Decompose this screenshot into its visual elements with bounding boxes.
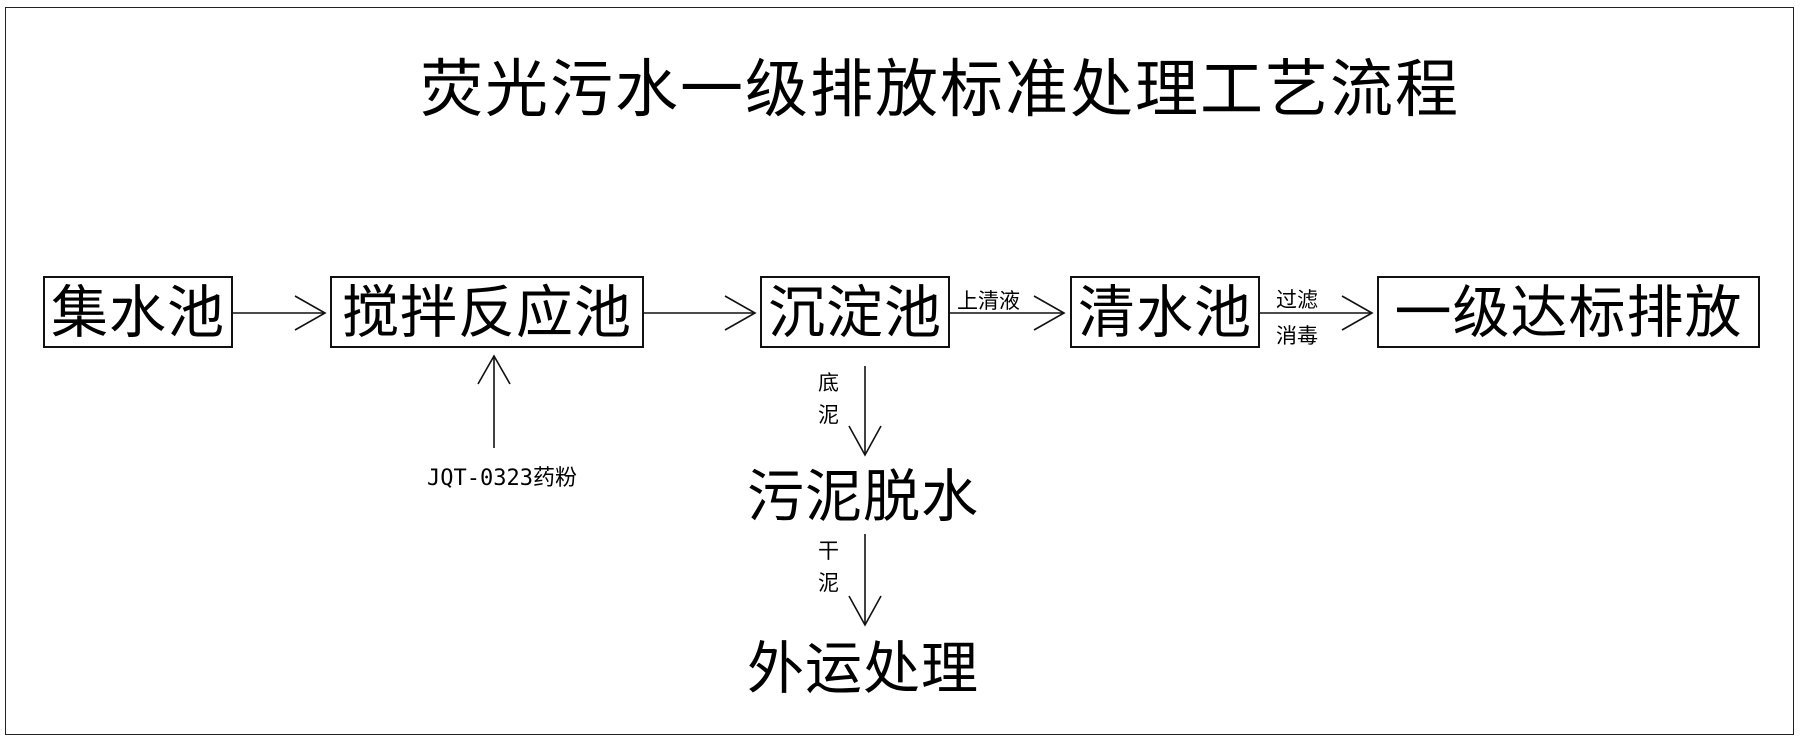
label-supernatant: 上清液 bbox=[957, 289, 1020, 313]
node-clear-water-tank: 清水池 bbox=[1070, 276, 1260, 348]
label-chemical-powder: JQT-0323药粉 bbox=[427, 466, 577, 491]
node-external-disposal: 外运处理 bbox=[747, 636, 979, 702]
arrow-dewatering-to-disposal bbox=[848, 534, 882, 627]
label-filter: 过滤 bbox=[1276, 288, 1318, 312]
diagram-title: 荧光污水一级排放标准处理工艺流程 bbox=[420, 53, 1460, 126]
label-bottom-sludge-1: 底 bbox=[818, 371, 839, 395]
arrow-mixing-to-sedimentation bbox=[644, 295, 757, 331]
label-dry-sludge-2: 泥 bbox=[818, 571, 839, 595]
node-collection-tank: 集水池 bbox=[43, 276, 233, 348]
arrow-sedimentation-to-clear bbox=[950, 295, 1066, 331]
arrow-clear-to-discharge bbox=[1260, 295, 1374, 331]
label-dry-sludge-1: 干 bbox=[818, 539, 839, 563]
arrow-sedimentation-to-dewatering bbox=[848, 366, 882, 457]
label-bottom-sludge-2: 泥 bbox=[818, 403, 839, 427]
label-disinfect: 消毒 bbox=[1276, 324, 1318, 348]
node-mixing-reaction-tank: 搅拌反应池 bbox=[330, 276, 644, 348]
diagram-frame bbox=[5, 7, 1794, 735]
node-sedimentation-tank: 沉淀池 bbox=[760, 276, 950, 348]
node-sludge-dewatering: 污泥脱水 bbox=[747, 464, 979, 530]
node-discharge: 一级达标排放 bbox=[1377, 276, 1760, 348]
arrow-collection-to-mixing bbox=[233, 295, 327, 331]
arrow-chemical-to-mixing bbox=[477, 354, 511, 448]
